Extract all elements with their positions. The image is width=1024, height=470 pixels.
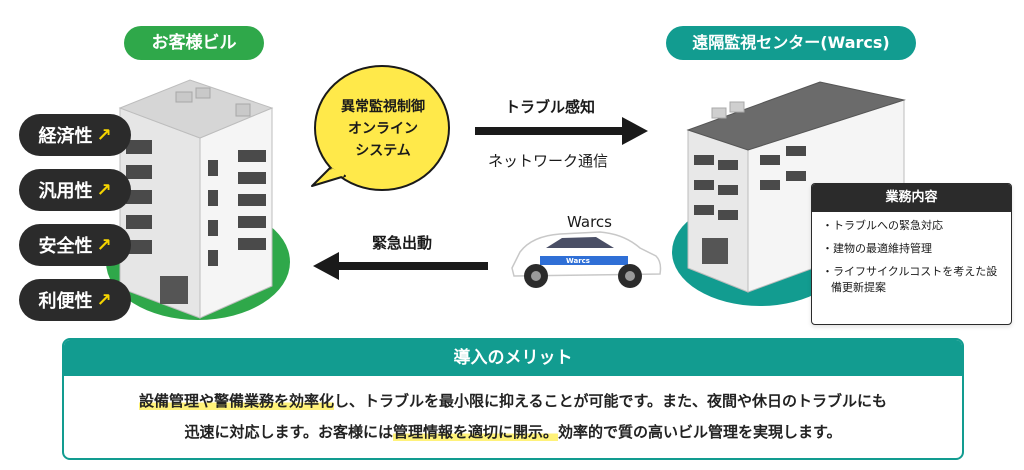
network-label: ネットワーク通信 [488,152,609,170]
warcs-car-illustration [511,231,662,288]
car-door-text: Warcs [566,257,590,265]
merit-title: 導入のメリット [64,340,962,376]
duties-box: 業務内容 トラブルへの緊急対応 建物の最適維持管理 ライフサイクルコストを考えた… [811,183,1012,325]
feature-convenience: 利便性 ↗ [19,279,131,321]
duties-list: トラブルへの緊急対応 建物の最適維持管理 ライフサイクルコストを考えた設備更新提… [812,218,1011,296]
duties-title: 業務内容 [812,184,1011,212]
feature-label: 経済性 [38,126,93,147]
highlight-text: 管理情報を適切に開示。 [392,423,558,441]
feature-versatility: 汎用性 ↗ [19,169,131,211]
merit-text-span: し、トラブルを最小限に抑えることが可能です。また、夜間や休日のトラブルにも [333,392,888,410]
highlight-text: 設備管理や警備業務を効率化 [138,392,334,410]
list-item: トラブルへの緊急対応 [822,218,1003,234]
dispatch-arrow [313,252,488,280]
feature-safety: 安全性 ↗ [19,224,131,266]
dispatch-label: 緊急出動 [372,234,433,252]
detect-label: トラブル感知 [505,98,596,116]
feature-label: 汎用性 [38,181,93,202]
merit-box: 導入のメリット 設備管理や警備業務を効率化し、トラブルを最小限に抑えることが可能… [62,338,964,460]
up-right-arrow-icon: ↗ [96,179,112,201]
system-bubble-shape [311,65,450,191]
feature-label: 利便性 [38,291,93,312]
list-item: 建物の最適維持管理 [822,241,1003,257]
vehicle-label: Warcs [567,213,612,231]
list-item: ライフサイクルコストを考えた設備更新提案 [822,264,1003,296]
customer-building-illustration [118,79,274,319]
bubble-line: 異常監視制御 [341,99,425,115]
feature-label: 安全性 [38,236,93,257]
up-right-arrow-icon: ↗ [96,124,112,146]
customer-building-label: お客様ビル [124,26,264,60]
merit-line-2: 迅速に対応します。お客様には管理情報を適切に開示。効率的で質の高いビル管理を実現… [64,417,962,448]
system-bubble-text: 異常監視制御 オンライン システム [322,96,444,162]
detect-arrow [475,117,648,145]
bubble-line: オンライン [348,121,418,137]
merit-line-1: 設備管理や警備業務を効率化し、トラブルを最小限に抑えることが可能です。また、夜間… [64,386,962,417]
merit-text: 設備管理や警備業務を効率化し、トラブルを最小限に抑えることが可能です。また、夜間… [64,386,962,448]
feature-economy: 経済性 ↗ [19,114,131,156]
monitor-center-label: 遠隔監視センター(Warcs) [666,26,916,60]
merit-text-span: 迅速に対応します。お客様には [184,423,393,441]
up-right-arrow-icon: ↗ [96,234,112,256]
bubble-line: システム [355,143,411,159]
up-right-arrow-icon: ↗ [96,289,112,311]
merit-text-span: 効率的で質の高いビル管理を実現します。 [558,423,842,441]
